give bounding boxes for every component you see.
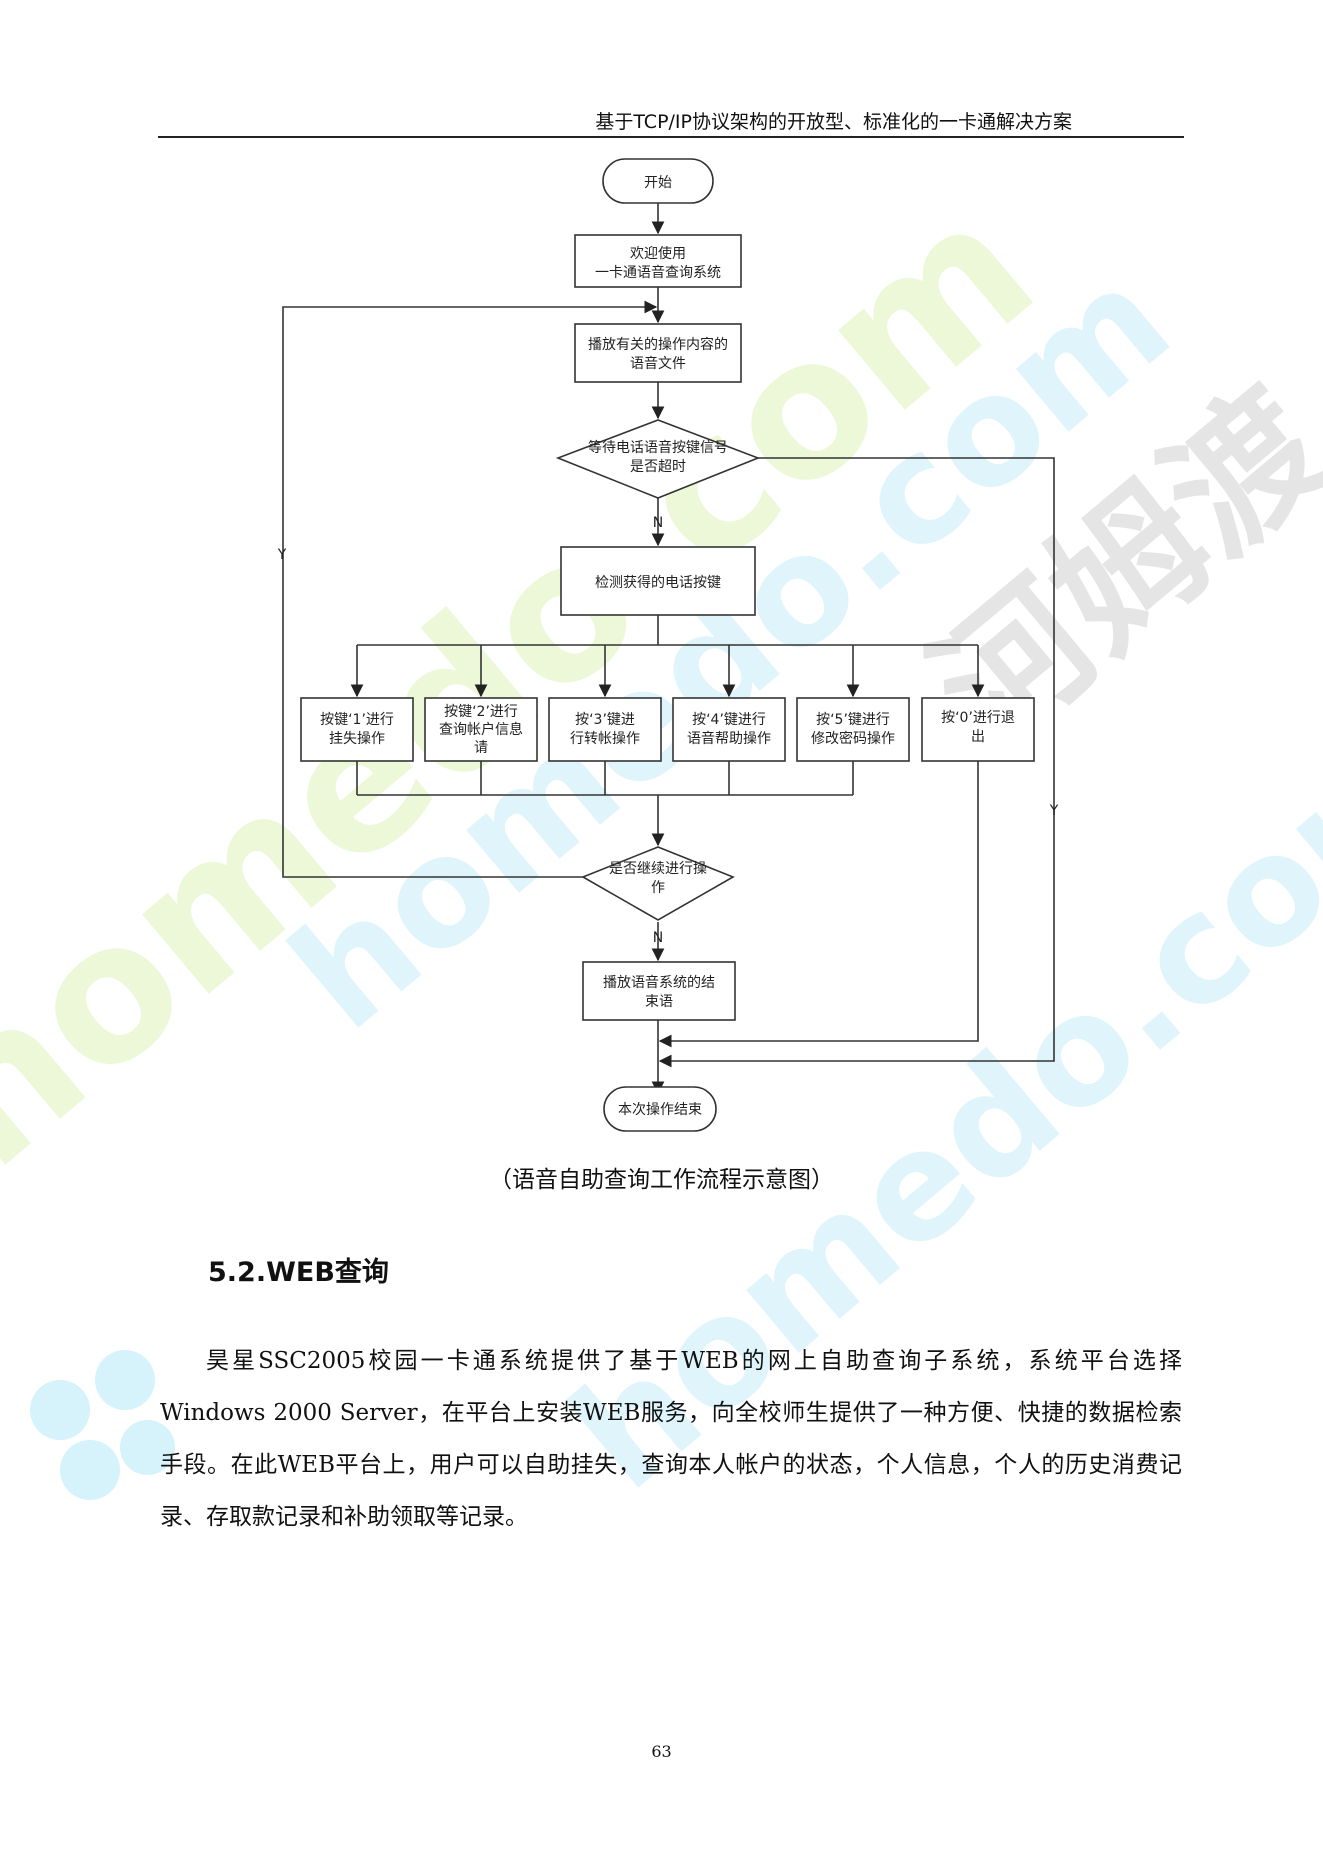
watermark-flower-dot bbox=[95, 1350, 155, 1410]
option-box-2 bbox=[424, 697, 538, 762]
continue-label-line2: 作 bbox=[651, 880, 665, 896]
running-header-title: 基于TCP/IP协议架构的开放型、标准化的一卡通解决方案 bbox=[595, 111, 1072, 133]
option-1-line1: 按键‘1’进行 bbox=[320, 712, 394, 728]
option-box-3 bbox=[548, 697, 662, 762]
end-message-line2: 束语 bbox=[645, 994, 673, 1010]
option-box-5 bbox=[796, 697, 910, 762]
play-audio-label-line1: 播放有关的操作内容的 bbox=[588, 336, 728, 353]
option-3-line1: 按‘3’键进 bbox=[575, 712, 635, 728]
detect-key-label: 检测获得的电话按键 bbox=[595, 574, 721, 591]
welcome-label-line2: 一卡通语音查询系统 bbox=[595, 264, 721, 281]
page-number: 63 bbox=[651, 1742, 672, 1761]
start-label: 开始 bbox=[644, 175, 672, 191]
watermark-flower-dot bbox=[120, 1420, 175, 1475]
option-box-1 bbox=[300, 697, 414, 762]
detect-key-box bbox=[560, 546, 756, 616]
option-0-line1: 按‘0’进行退 bbox=[941, 710, 1015, 726]
flowchart: 开始 欢迎使用 一卡通语音查询系统 播放有关的操作内容的 语音文件 等待电话语音… bbox=[277, 158, 1059, 1132]
option-3-line2: 行转帐操作 bbox=[570, 731, 640, 747]
option-0-line2: 出 bbox=[971, 729, 985, 745]
welcome-label-line1: 欢迎使用 bbox=[630, 245, 686, 262]
end-label: 本次操作结束 bbox=[618, 1102, 702, 1118]
continue-decision bbox=[581, 846, 735, 921]
timeout-label-line2: 是否超时 bbox=[630, 459, 686, 475]
timeout-label-line1: 等待电话语音按键信号 bbox=[588, 439, 728, 456]
watermark-flower-dot bbox=[30, 1380, 90, 1440]
timeout-decision bbox=[555, 419, 761, 499]
running-header: 基于TCP/IP协议架构的开放型、标准化的一卡通解决方案 bbox=[158, 108, 1184, 138]
option-2-line3: 请 bbox=[474, 740, 488, 756]
welcome-box bbox=[574, 234, 742, 288]
option-2-line1: 按键‘2’进行 bbox=[444, 704, 518, 720]
section-title: 5.2.WEB查询 bbox=[208, 1257, 389, 1288]
option-box-0 bbox=[921, 697, 1035, 762]
option-4-line1: 按‘4’键进行 bbox=[692, 712, 766, 728]
option-5-line1: 按‘5’键进行 bbox=[816, 712, 890, 728]
option-2-line2: 查询帐户信息 bbox=[439, 721, 523, 738]
option-5-line2: 修改密码操作 bbox=[811, 730, 895, 747]
watermark-flower-dot bbox=[60, 1440, 120, 1500]
continue-no-label: N bbox=[653, 930, 663, 946]
continue-label-line1: 是否继续进行操 bbox=[609, 860, 707, 877]
option-4-line2: 语音帮助操作 bbox=[687, 730, 771, 747]
end-message-box bbox=[582, 961, 736, 1021]
timeout-no-label: N bbox=[653, 515, 663, 531]
loop-yes-label: Y bbox=[277, 547, 287, 563]
play-audio-label-line2: 语音文件 bbox=[630, 355, 686, 372]
end-message-line1: 播放语音系统的结 bbox=[603, 974, 715, 991]
body-paragraph: 昊星SSC2005校园一卡通系统提供了基于WEB的网上自助查询子系统，系统平台选… bbox=[160, 1348, 1182, 1530]
end-terminal bbox=[603, 1086, 717, 1132]
play-audio-box bbox=[574, 323, 742, 383]
option-1-line2: 挂失操作 bbox=[329, 731, 385, 747]
timeout-yes-label: Y bbox=[1049, 803, 1059, 819]
start-terminal bbox=[602, 158, 714, 204]
figure-caption: （语音自助查询工作流程示意图） bbox=[489, 1167, 834, 1193]
option-box-4 bbox=[672, 697, 786, 762]
